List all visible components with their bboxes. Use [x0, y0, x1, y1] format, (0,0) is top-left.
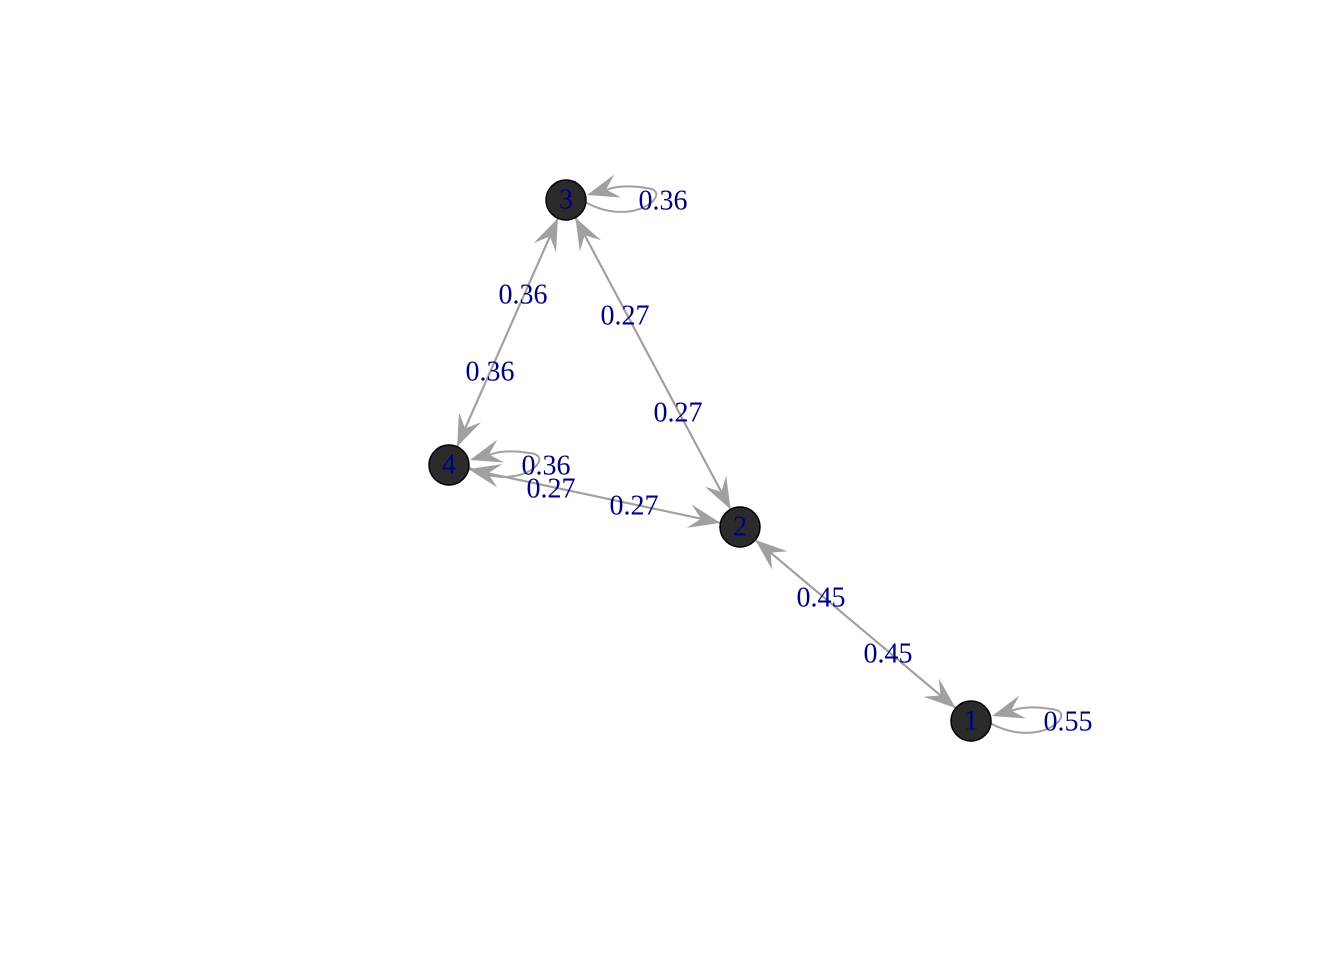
edge-label-4-3: 0.36 — [499, 280, 548, 311]
edge-2-1 — [754, 539, 943, 698]
node-circle-2 — [719, 506, 761, 548]
node-circle-1 — [950, 700, 992, 742]
edge-label-3-3: 0.36 — [639, 186, 688, 217]
self-loop-1 — [989, 706, 1063, 734]
node-label-1: 1 — [964, 706, 978, 737]
node-label-3: 3 — [559, 185, 573, 216]
edge-label-1-1: 0.55 — [1044, 707, 1093, 738]
edge-label-2-3: 0.27 — [601, 301, 650, 332]
node-2: 2 — [719, 506, 761, 548]
edge-3-2 — [574, 217, 724, 494]
arrowhead-3-3 — [587, 174, 622, 198]
edges-layer — [456, 174, 1063, 734]
edge-labels-layer: 0.550.450.450.270.270.270.270.360.360.36… — [466, 186, 1093, 738]
edge-label-1-2: 0.45 — [864, 639, 913, 670]
edge-label-2-1: 0.45 — [797, 583, 846, 614]
arrowhead-4-4 — [470, 439, 505, 463]
edge-4-3 — [456, 234, 552, 448]
edge-label-4-2: 0.27 — [610, 491, 659, 522]
arrowhead-1-1 — [992, 695, 1027, 719]
edge-label-3-2: 0.27 — [654, 398, 703, 429]
edge-label-3-4: 0.36 — [466, 357, 515, 388]
arrowhead-2-3 — [575, 217, 602, 252]
arrowhead-3-2 — [704, 475, 731, 510]
self-loop-4 — [467, 450, 541, 478]
node-1: 1 — [950, 700, 992, 742]
node-label-2: 2 — [733, 512, 747, 543]
node-label-4: 4 — [442, 450, 456, 481]
arrowhead-4-3 — [534, 218, 558, 253]
nodes-layer: 1 2 3 4 — [428, 179, 992, 742]
node-4: 4 — [428, 444, 470, 486]
self-loop-3 — [584, 185, 658, 213]
arrowhead-2-1 — [923, 678, 956, 709]
node-3: 3 — [545, 179, 587, 221]
arrowhead-4-2 — [686, 504, 721, 528]
node-circle-4 — [428, 444, 470, 486]
edge-label-4-4: 0.36 — [522, 451, 571, 482]
arrowhead-3-4 — [457, 412, 481, 447]
node-circle-3 — [545, 179, 587, 221]
edge-label-2-4: 0.27 — [527, 474, 576, 505]
